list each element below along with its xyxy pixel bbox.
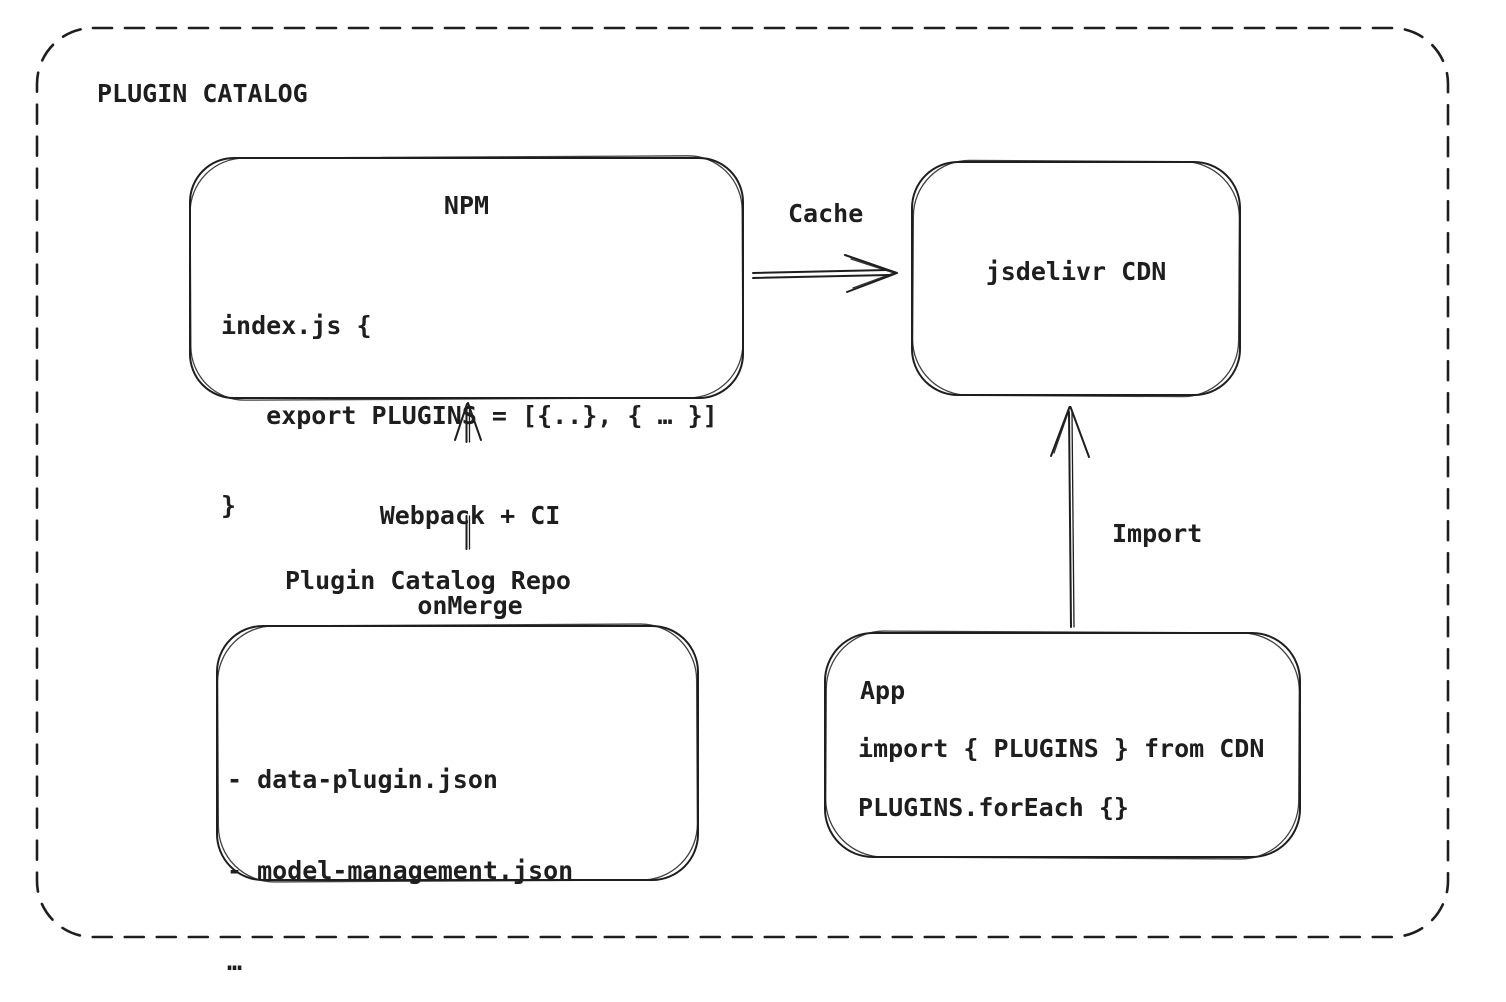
build-edge-label-line: onMerge — [417, 591, 523, 620]
app-code-line: import { PLUGINS } from CDN — [858, 734, 1265, 763]
npm-code-block: index.js { export PLUGINS = [{..}, { … }… — [221, 251, 718, 581]
catalog-frame-border — [35, 26, 1450, 939]
cache-arrow — [752, 254, 898, 293]
app-title: App — [860, 676, 906, 705]
import-edge-label: Import — [1112, 519, 1203, 548]
app-code-line: PLUGINS.forEach {} — [858, 793, 1129, 822]
import-arrow — [1050, 406, 1090, 628]
build-edge-label-line: Webpack + CI — [379, 501, 561, 530]
npm-code-line: index.js { — [221, 311, 372, 340]
build-arrow — [454, 402, 482, 550]
build-edge-label: Webpack + CI onMerge — [320, 441, 620, 681]
frame-title: PLUGIN CATALOG — [97, 79, 308, 108]
repo-file-item: - data-plugin.json — [227, 765, 498, 794]
repo-file-list: - data-plugin.json - model-management.js… — [227, 704, 573, 1002]
cdn-label: jsdelivr CDN — [985, 257, 1167, 286]
npm-code-line: export PLUGINS = [{..}, { … }] — [221, 401, 718, 430]
npm-title: NPM — [443, 191, 490, 220]
cdn-box — [911, 159, 1241, 398]
repo-title: Plugin Catalog Repo — [285, 566, 571, 595]
npm-box — [189, 155, 744, 401]
app-box — [824, 630, 1301, 860]
repo-file-item: … — [227, 947, 243, 976]
repo-box — [216, 623, 699, 883]
cache-edge-label: Cache — [788, 199, 864, 228]
npm-code-line: } — [221, 491, 237, 520]
repo-file-item: - model-management.json — [227, 856, 574, 885]
